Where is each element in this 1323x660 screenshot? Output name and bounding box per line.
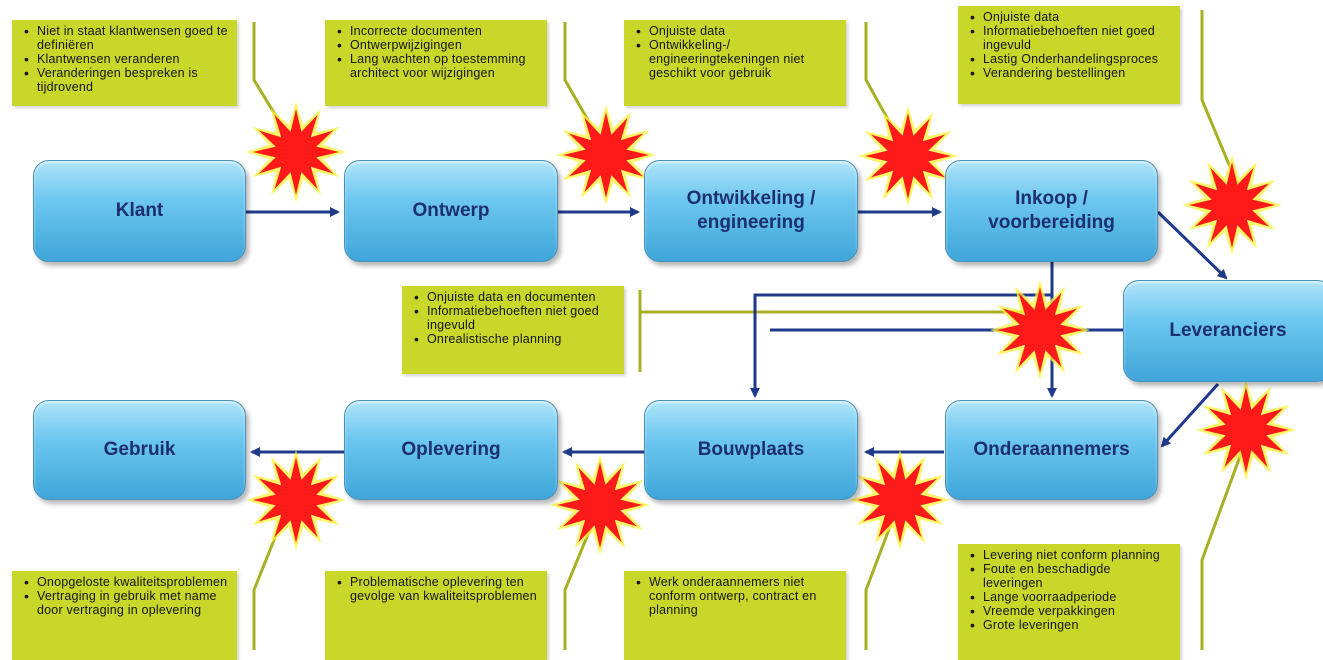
warning-burst-icon: [865, 113, 951, 199]
warning-burst-icon: [857, 457, 943, 543]
process-ontwerp: Ontwerp: [344, 160, 558, 262]
warning-burst-icon: [253, 457, 339, 543]
warning-burst-icon: [563, 112, 649, 198]
warning-burst-icon: [1189, 162, 1275, 248]
note-ontwikkeling: Onjuiste dataOntwikkeling-/ engineeringt…: [624, 20, 846, 106]
issue-item: Problematische oplevering ten gevolge va…: [337, 575, 539, 603]
process-onderaannemers: Onderaannemers: [945, 400, 1158, 500]
issue-item: Werk onderaannemers niet conform ontwerp…: [636, 575, 838, 617]
process-inkoop: Inkoop / voorbereiding: [945, 160, 1158, 262]
warning-burst-icon: [997, 287, 1083, 373]
process-gebruik: Gebruik: [33, 400, 246, 500]
issue-item: Foute en beschadigde leveringen: [970, 562, 1172, 590]
issue-item: Ontwerpwijzigingen: [337, 38, 539, 52]
process-ontwikkeling: Ontwikkeling / engineering: [644, 160, 858, 262]
note-oplevering: Problematische oplevering ten gevolge va…: [325, 571, 547, 660]
issue-item: Lang wachten op toestemming architect vo…: [337, 52, 539, 80]
note-ontwerp: Incorrecte documentenOntwerpwijzigingenL…: [325, 20, 547, 106]
issue-item: Levering niet conform planning: [970, 548, 1172, 562]
warning-burst-icon: [1203, 387, 1289, 473]
issue-item: Ontwikkeling-/ engineeringtekeningen nie…: [636, 38, 838, 80]
note-gebruik: Onopgeloste kwaliteitsproblemenVertragin…: [12, 571, 237, 660]
note-leveranciers: Levering niet conform planningFoute en b…: [958, 544, 1180, 660]
issue-item: Incorrecte documenten: [337, 24, 539, 38]
note-inkoop: Onjuiste dataInformatiebehoeften niet go…: [958, 6, 1180, 104]
process-bouwplaats: Bouwplaats: [644, 400, 858, 500]
issue-item: Onrealistische planning: [414, 332, 616, 346]
process-leveranciers: Leveranciers: [1123, 280, 1323, 382]
issue-item: Vreemde verpakkingen: [970, 604, 1172, 618]
note-middle: Onjuiste data en documentenInformatiebeh…: [402, 286, 624, 374]
issue-item: Informatiebehoeften niet goed ingevuld: [414, 304, 616, 332]
issue-item: Vertraging in gebruik met name door vert…: [24, 589, 229, 617]
issue-item: Onjuiste data en documenten: [414, 290, 616, 304]
issue-item: Informatiebehoeften niet goed ingevuld: [970, 24, 1172, 52]
issue-item: Niet in staat klantwensen goed te defini…: [24, 24, 229, 52]
issue-item: Lastig Onderhandelingsproces: [970, 52, 1172, 66]
warning-burst-icon: [557, 462, 643, 548]
issue-item: Onopgeloste kwaliteitsproblemen: [24, 575, 229, 589]
warning-bursts: [246, 102, 1296, 555]
process-oplevering: Oplevering: [344, 400, 558, 500]
issue-item: Lange voorraadperiode: [970, 590, 1172, 604]
issue-item: Onjuiste data: [970, 10, 1172, 24]
issue-item: Grote leveringen: [970, 618, 1172, 632]
note-klant: Niet in staat klantwensen goed te defini…: [12, 20, 237, 106]
warning-burst-icon: [253, 109, 339, 195]
issue-item: Onjuiste data: [636, 24, 838, 38]
process-klant: Klant: [33, 160, 246, 262]
issue-item: Klantwensen veranderen: [24, 52, 229, 66]
issue-item: Veranderingen bespreken is tijdrovend: [24, 66, 229, 94]
note-bouwplaats: Werk onderaannemers niet conform ontwerp…: [624, 571, 846, 660]
issue-item: Verandering bestellingen: [970, 66, 1172, 80]
